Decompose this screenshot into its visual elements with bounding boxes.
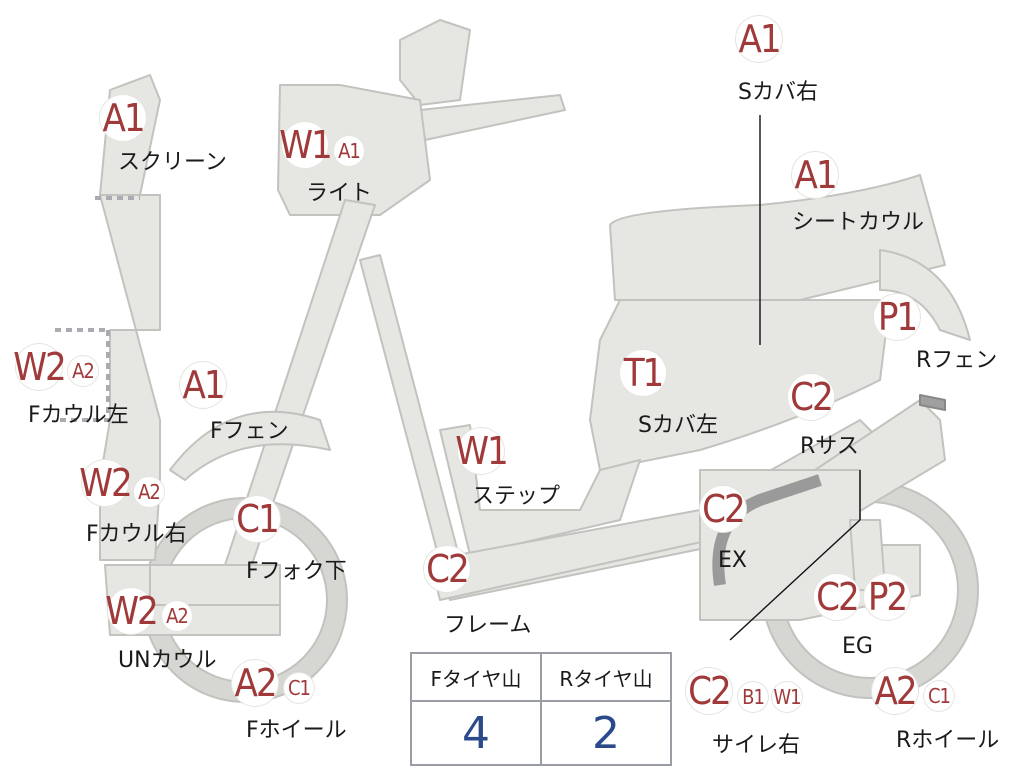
uncowl-label: UNカウル [118, 648, 217, 673]
seat [609, 174, 946, 301]
tire-rear-header: Rタイヤ山 [540, 652, 672, 702]
fcowl-right-label: Fカウル右 [86, 522, 187, 547]
fwheel-label: Fホイール [246, 718, 347, 743]
scover-right-label: Sカバ右 [738, 80, 818, 105]
fcowl-left-subcode: A2 [68, 356, 98, 386]
front-fender [169, 410, 331, 481]
screen-label: スクリーン [118, 150, 227, 175]
fwheel-subcode: C1 [284, 673, 314, 703]
ffender-code: A1 [180, 362, 226, 408]
scover-left-label: Sカバ左 [638, 413, 718, 438]
side-cover [589, 299, 891, 471]
ex-code: C2 [700, 486, 746, 532]
seatcowl-label: シートカウル [792, 210, 925, 235]
tire-table-header-row: Fタイヤ山 Rタイヤ山 [410, 652, 672, 702]
light-code: W1 [279, 122, 333, 168]
rsus-label: Rサス [800, 434, 859, 459]
fcowl-left-code: W2 [13, 344, 67, 390]
silencer-subcode-1: B1 [738, 682, 768, 712]
eg-code-2: P2 [864, 574, 910, 620]
uncowl-code: W2 [105, 588, 159, 634]
ex-label: EX [718, 548, 747, 573]
rfender-label: Rフェン [916, 348, 998, 373]
tire-rear-value: 2 [540, 700, 672, 766]
tire-tread-table: Fタイヤ山 Rタイヤ山 4 2 [410, 652, 672, 766]
rear-fender [879, 249, 971, 341]
step-code: W1 [455, 428, 509, 474]
rwheel-code: A2 [872, 668, 918, 714]
headlight-top [399, 19, 471, 106]
seatcowl-code: A1 [792, 152, 838, 198]
uncowl-subcode: A2 [162, 601, 192, 631]
tire-front-value: 4 [410, 700, 542, 766]
fwheel-code: A2 [232, 660, 278, 706]
silencer-subcode-2: W1 [772, 682, 802, 712]
scover-right-code: A1 [736, 16, 782, 62]
eg-code-1: C2 [814, 574, 860, 620]
fcowl-left-label: Fカウル左 [28, 403, 129, 428]
ffender-label: Fフェン [210, 419, 289, 444]
screen-code: A1 [100, 95, 146, 141]
light-subcode: A1 [334, 136, 364, 166]
rfender-code: P1 [874, 294, 920, 340]
ffork-label: Fフォク下 [246, 559, 347, 584]
eg-label: EG [842, 634, 873, 659]
tire-front-header: Fタイヤ山 [410, 652, 542, 702]
ffork-code: C1 [234, 496, 280, 542]
fcowl-right-subcode: A2 [134, 477, 164, 507]
silencer-code: C2 [686, 668, 732, 714]
frame-label: フレーム [444, 613, 532, 638]
rsus-code: C2 [788, 374, 834, 420]
step-label: ステップ [472, 484, 561, 509]
silencer-label: サイレ右 [712, 733, 801, 758]
scover-left-code: T1 [620, 350, 666, 396]
tire-table-value-row: 4 2 [410, 700, 672, 766]
fcowl-right-code: W2 [79, 460, 133, 506]
rwheel-label: Rホイール [896, 728, 1000, 753]
light-label: ライト [306, 181, 373, 206]
rwheel-subcode: C1 [924, 681, 954, 711]
frame-code: C2 [424, 546, 470, 592]
